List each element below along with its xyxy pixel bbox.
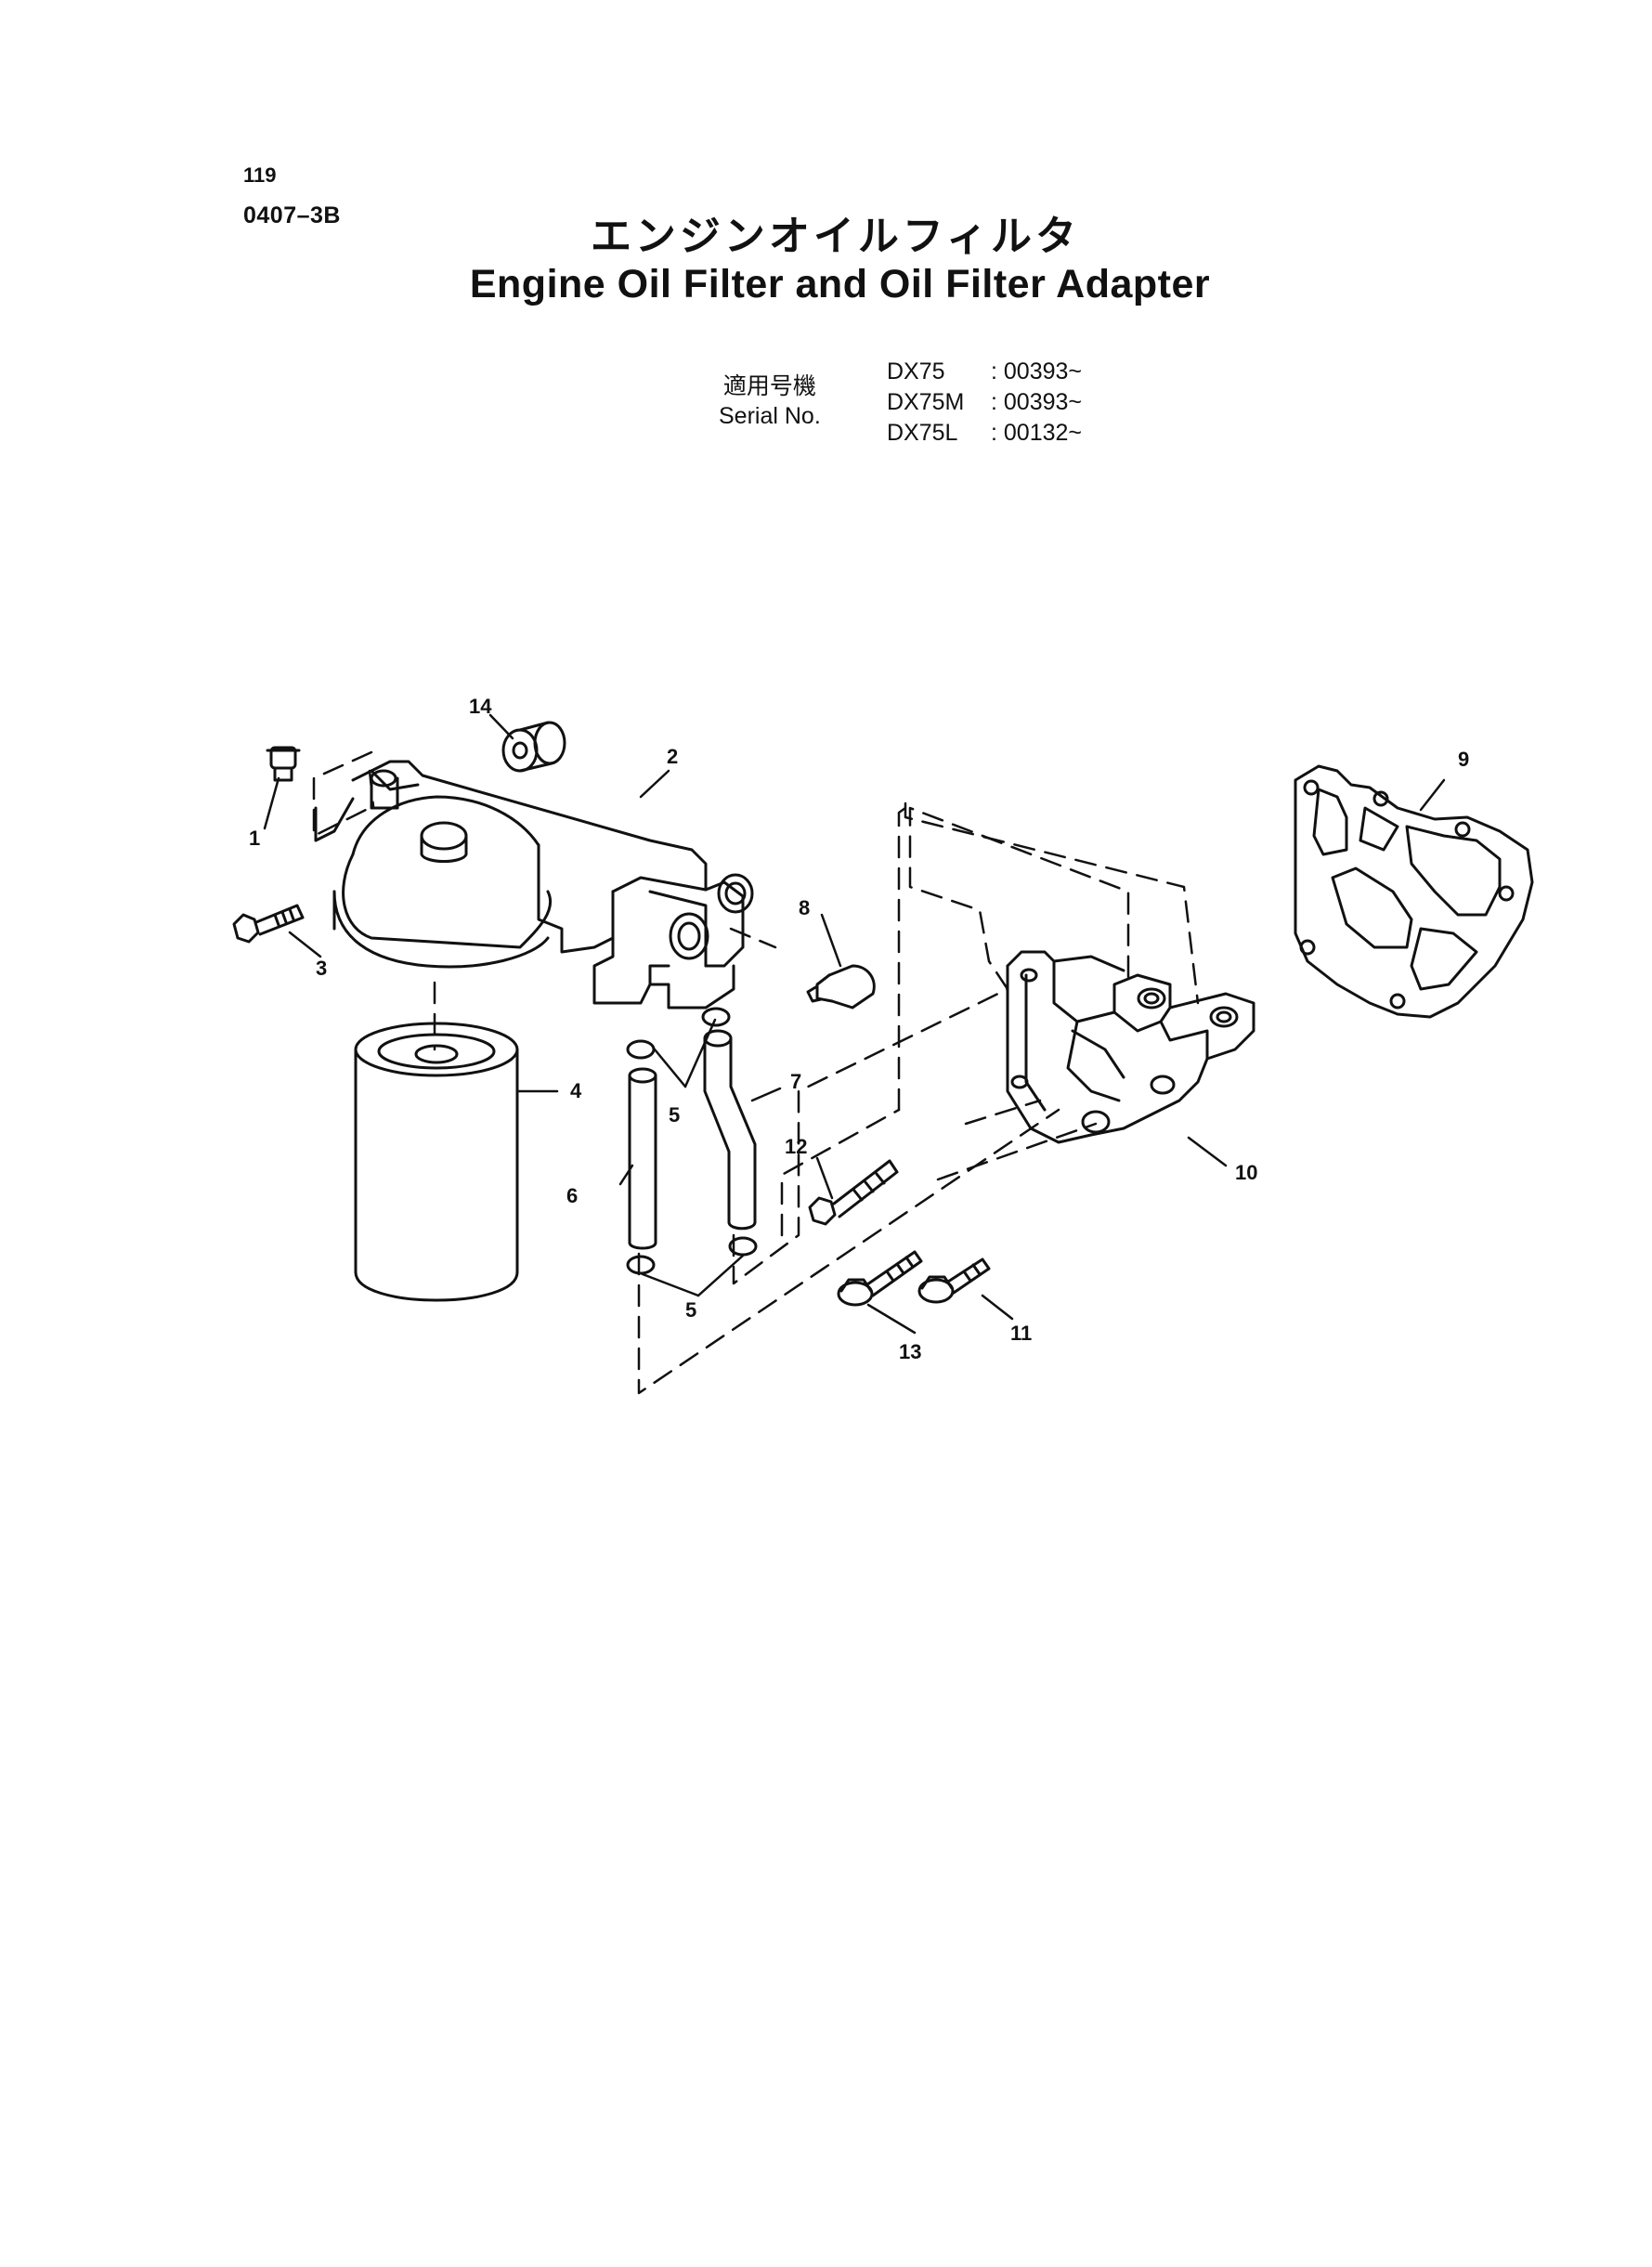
part-6-pipe — [628, 1067, 657, 1250]
callout-5-lower: 5 — [685, 1298, 696, 1322]
leader-lines — [263, 713, 1446, 1335]
serial-label-en: Serial No. — [719, 403, 821, 429]
callout-2: 2 — [667, 745, 678, 768]
serial-number: : 00393~ — [991, 358, 1083, 384]
part-7-bent-pipe — [703, 1029, 757, 1231]
callout-6: 6 — [566, 1184, 578, 1207]
serial-row: DX75L : 00132~ — [887, 418, 1082, 449]
serial-number: : 00393~ — [991, 389, 1083, 415]
callout-13: 13 — [899, 1340, 921, 1363]
part-14-bushing — [501, 721, 566, 773]
serial-model: DX75M — [887, 389, 965, 415]
part-8-plug — [806, 964, 876, 1010]
part-4-filter — [354, 1022, 519, 1302]
title-english: Engine Oil Filter and Oil Filter Adapter — [469, 262, 1211, 306]
alignment-lines — [312, 750, 1200, 1395]
part-2-filter-head — [314, 760, 754, 1010]
page-number: 119 — [243, 163, 277, 187]
callout-3: 3 — [316, 957, 327, 980]
serial-row: DX75 : 00393~ — [887, 357, 1082, 387]
serial-list: DX75 : 00393~ DX75M : 00393~ DX75L : 00132~ — [887, 357, 1082, 449]
callout-5-upper: 5 — [669, 1103, 680, 1127]
part-9-gasket — [1294, 764, 1534, 1019]
reference-code: 0407–3B — [243, 202, 341, 228]
serial-row: DX75M : 00393~ — [887, 387, 1082, 418]
title-japanese: エンジンオイルフィルタ — [590, 213, 1081, 260]
part-5-orings — [626, 1007, 758, 1275]
callout-14: 14 — [469, 695, 492, 718]
callout-11: 11 — [1010, 1322, 1032, 1345]
callout-8: 8 — [799, 896, 810, 919]
callout-4: 4 — [570, 1079, 582, 1102]
serial-model: DX75 — [887, 358, 945, 384]
serial-number: : 00132~ — [991, 420, 1083, 446]
part-1-plug — [266, 746, 301, 782]
callout-7: 7 — [790, 1070, 801, 1093]
serial-label-ja: 適用号機 — [722, 373, 816, 399]
callout-10: 10 — [1235, 1161, 1257, 1184]
serial-model: DX75L — [887, 420, 958, 446]
part-12-bolt — [808, 1159, 899, 1226]
serial-label: 適用号機 Serial No. — [719, 371, 821, 431]
part-11-bolt — [917, 1257, 991, 1304]
callout-12: 12 — [785, 1135, 807, 1158]
callout-1: 1 — [249, 827, 260, 850]
part-13-bolt — [837, 1250, 923, 1307]
callout-9: 9 — [1458, 748, 1469, 771]
part-3-bolt — [232, 904, 305, 944]
part-10-adapter — [1006, 950, 1255, 1144]
